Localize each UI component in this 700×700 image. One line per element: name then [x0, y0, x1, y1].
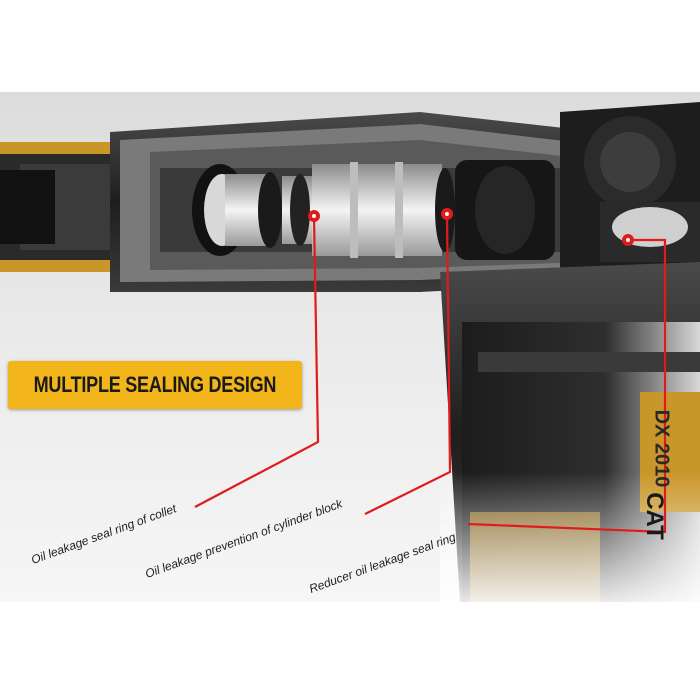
model-label: DX 2010 — [650, 409, 673, 488]
callout-dots — [308, 208, 634, 246]
brand-logo: CAT — [640, 492, 668, 540]
feature-badge: MULTIPLE SEALING DESIGN — [8, 361, 302, 409]
feature-badge-text: MULTIPLE SEALING DESIGN — [33, 372, 277, 397]
hammer-cutaway-photo: DX 2010 CAT — [0, 92, 700, 602]
hammer-cutaway-illustration — [0, 102, 700, 602]
callout-lines — [194, 213, 667, 534]
